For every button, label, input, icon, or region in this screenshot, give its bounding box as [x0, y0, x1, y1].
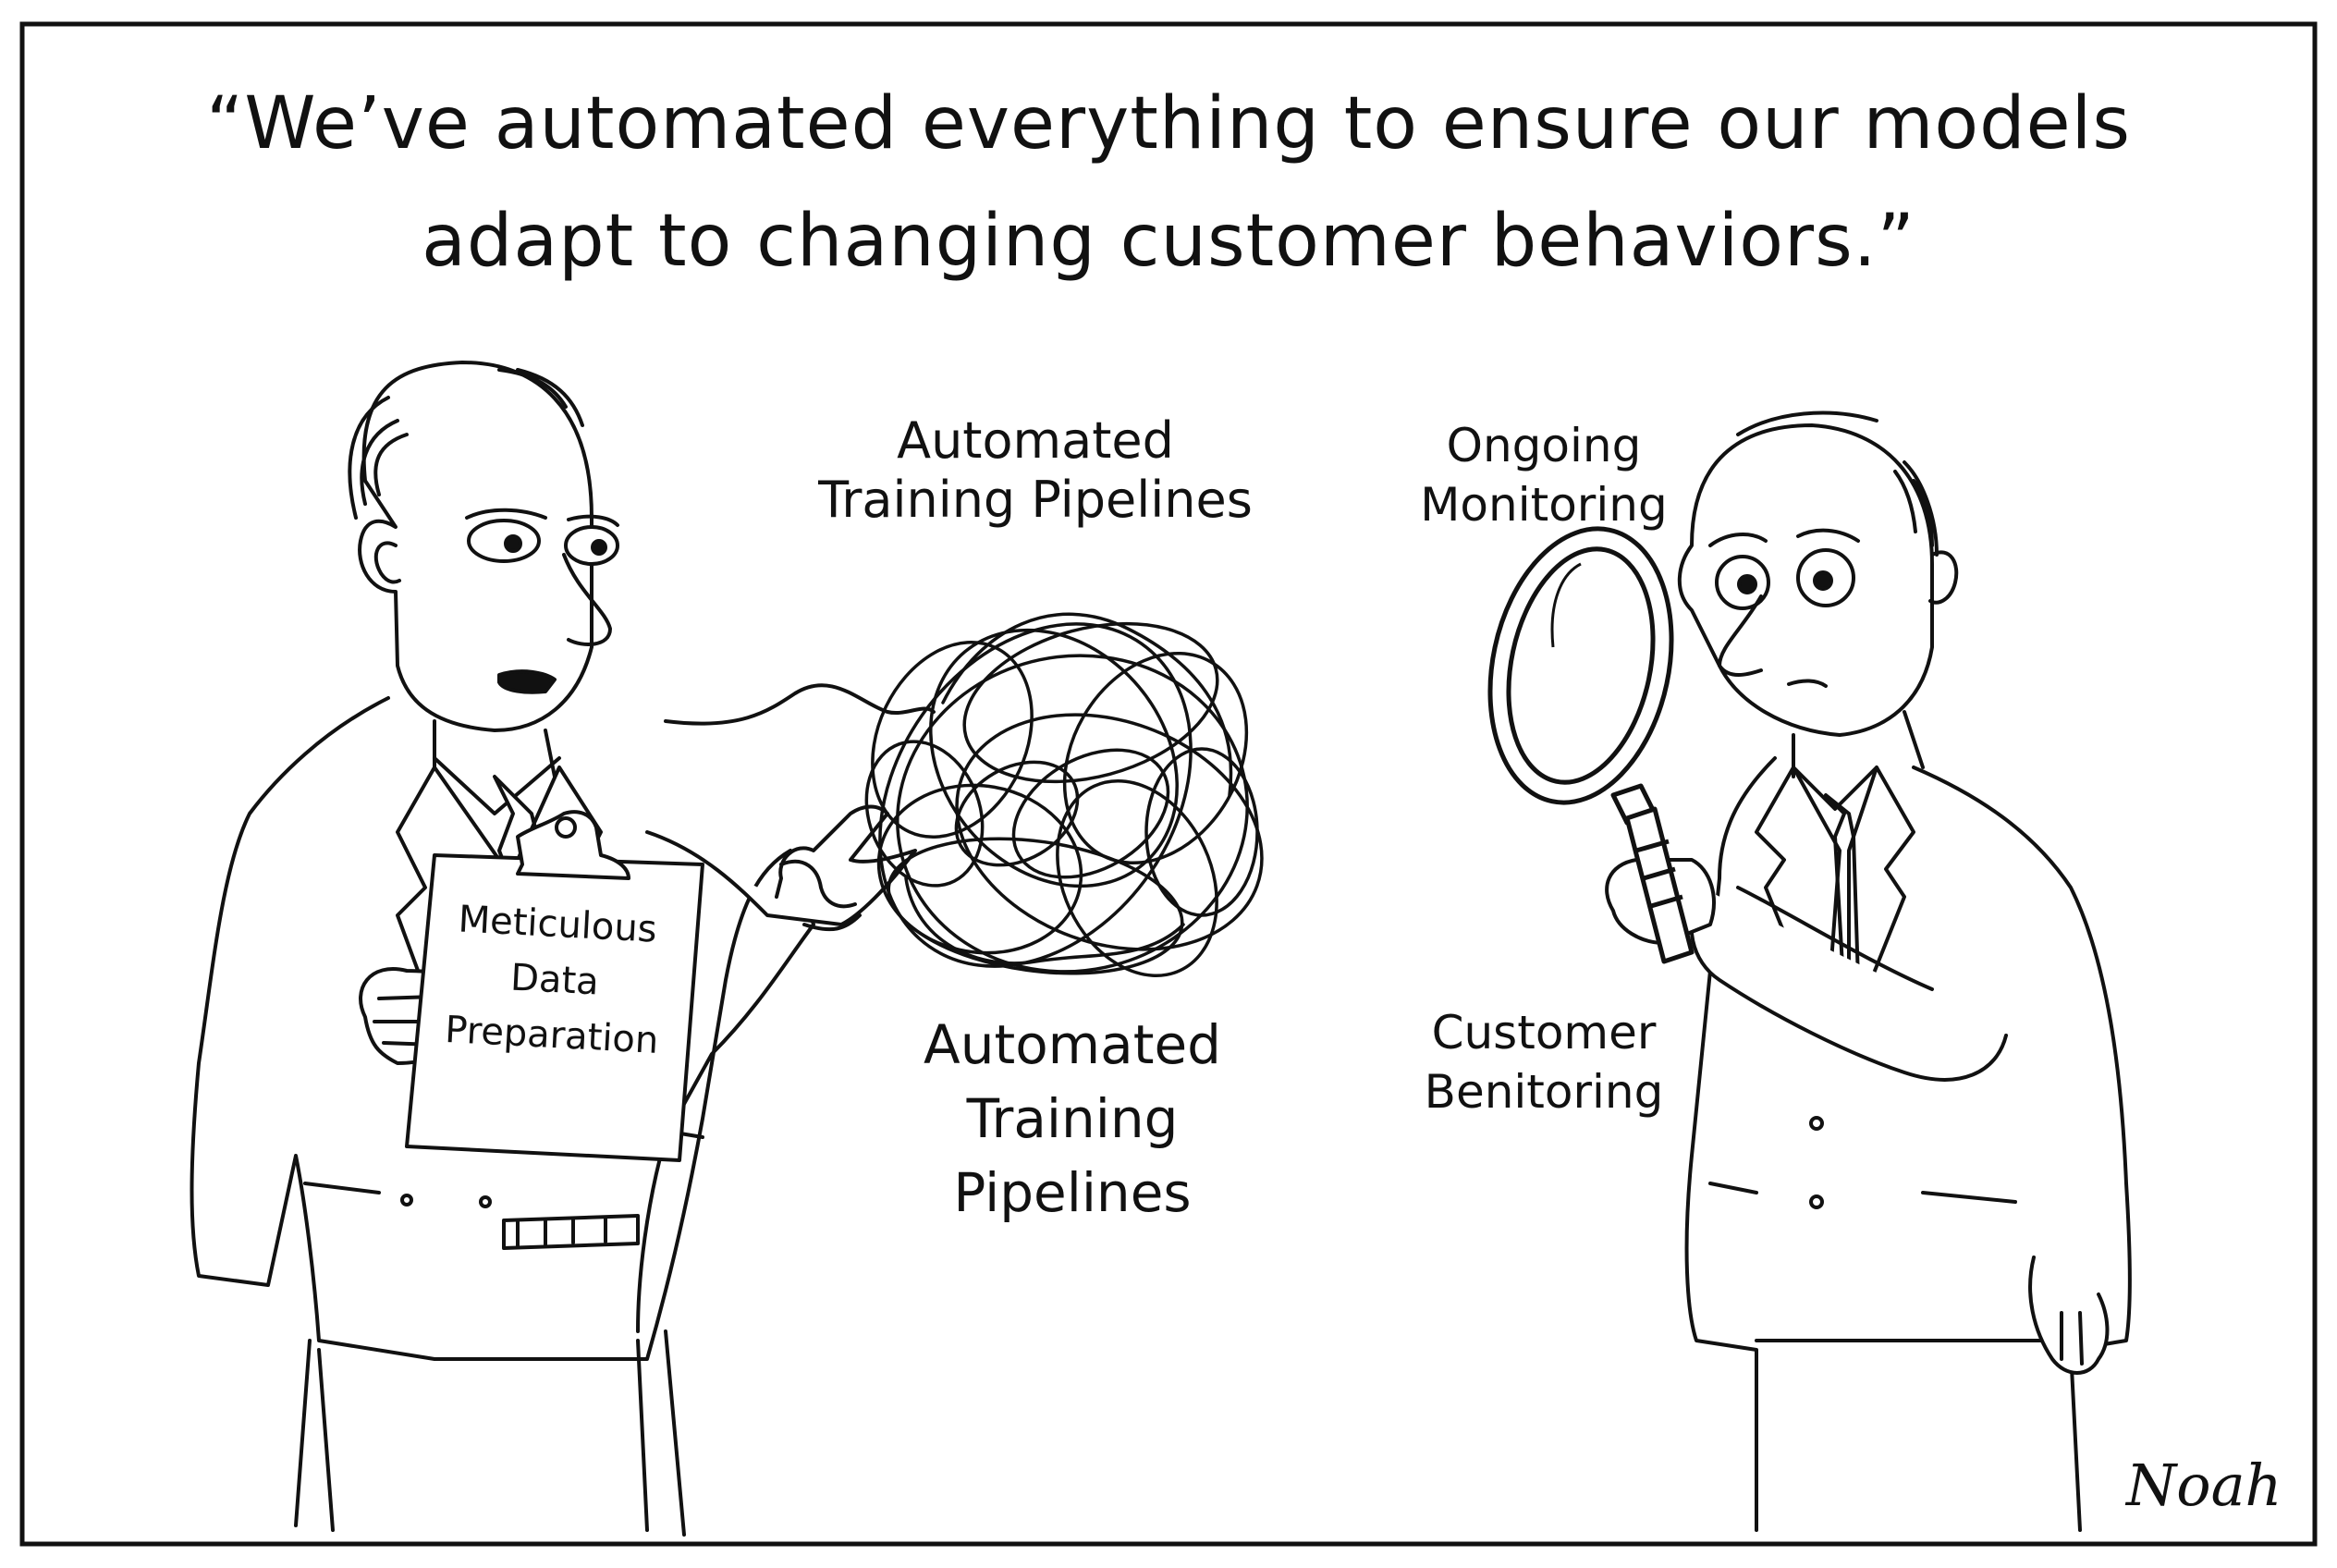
tangled-scribble: [815, 564, 1294, 1026]
clipboard-icon: [407, 812, 703, 1160]
label-bottom-center-line-3: Pipelines: [953, 1161, 1192, 1224]
label-mid-right: Customer Benitoring: [1396, 1003, 1692, 1121]
magnifying-glass-icon: [1466, 512, 1695, 962]
label-top-center: Automated Training Pipelines: [795, 411, 1276, 530]
label-top-center-line-1: Automated: [897, 411, 1174, 470]
artist-signature: Noah: [2126, 1452, 2282, 1519]
label-clipboard: Meticulous Data Preparation: [430, 890, 679, 1069]
caption-line-2: adapt to changing customer behaviors.”: [422, 200, 1915, 283]
label-top-right: Ongoing Monitoring: [1396, 416, 1692, 534]
panel-border: [22, 24, 2315, 1544]
label-top-center-line-2: Training Pipelines: [818, 471, 1253, 529]
label-bottom-center-line-2: Training: [966, 1087, 1179, 1150]
label-top-right-line-1: Ongoing: [1446, 419, 1642, 472]
caption-line-1: “We’ve automated everything to ensure ou…: [206, 82, 2131, 165]
label-mid-right-line-2: Benitoring: [1424, 1065, 1664, 1119]
label-mid-right-line-1: Customer: [1431, 1006, 1657, 1060]
label-bottom-center-line-1: Automated: [924, 1013, 1221, 1076]
label-bottom-center: Automated Training Pipelines: [887, 1008, 1257, 1230]
right-man: [1607, 413, 2130, 1530]
label-top-right-line-2: Monitoring: [1420, 478, 1668, 532]
